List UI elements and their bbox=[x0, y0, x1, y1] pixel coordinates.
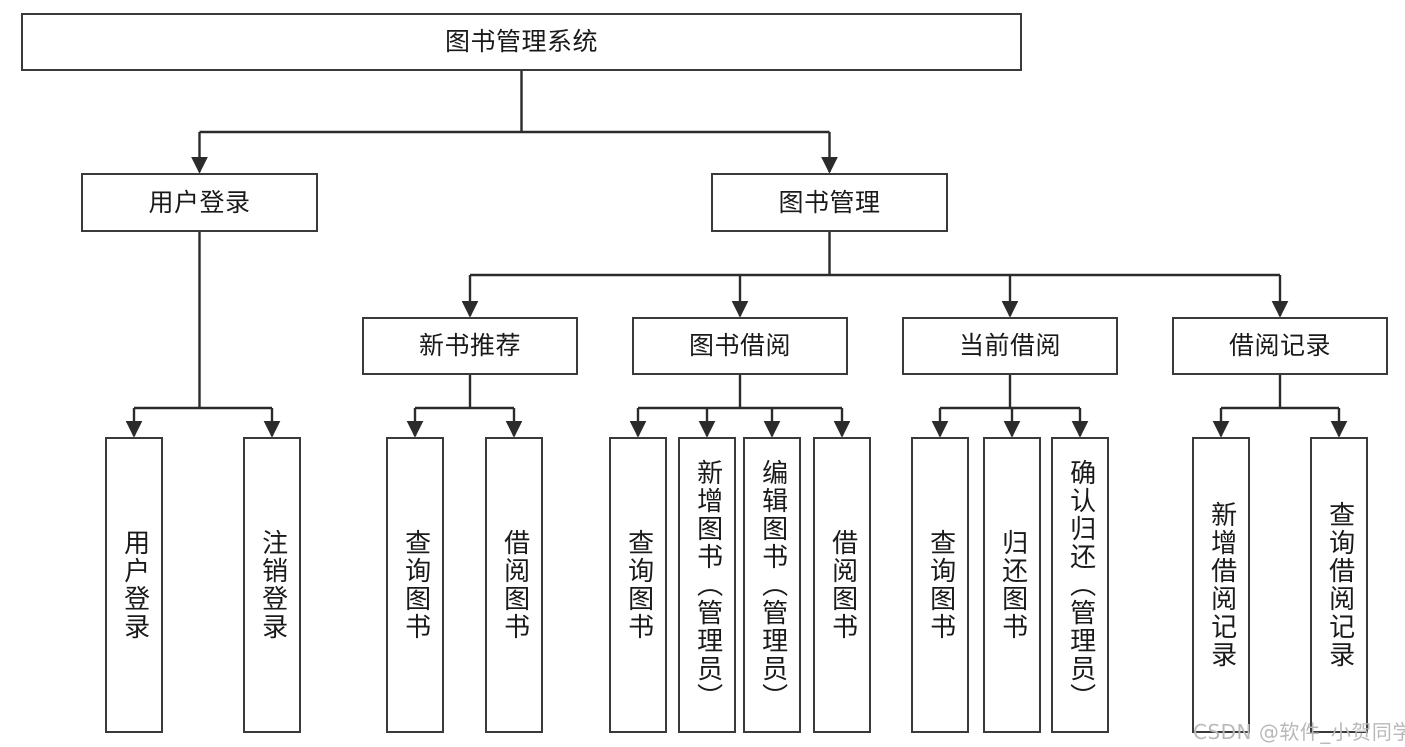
node-leaf-add-book[interactable]: 新增图书（管理员） bbox=[678, 437, 736, 733]
node-label: 查询图书 bbox=[925, 529, 956, 641]
node-leaf-query-book-3[interactable]: 查询图书 bbox=[911, 437, 969, 733]
node-label: 图书借阅 bbox=[688, 331, 791, 360]
node-leaf-add-record[interactable]: 新增借阅记录 bbox=[1192, 437, 1250, 733]
node-label: 当前借阅 bbox=[958, 331, 1061, 360]
node-leaf-borrow-book-2[interactable]: 借阅图书 bbox=[813, 437, 871, 733]
node-leaf-edit-book[interactable]: 编辑图书（管理员） bbox=[743, 437, 801, 733]
node-label: 新增图书（管理员） bbox=[692, 459, 723, 711]
node-label: 归还图书 bbox=[997, 529, 1028, 641]
node-label: 查询图书 bbox=[400, 529, 431, 641]
node-label: 图书管理 bbox=[778, 187, 881, 217]
node-new-book-recommend[interactable]: 新书推荐 bbox=[362, 317, 578, 375]
node-user-login[interactable]: 用户登录 bbox=[81, 173, 318, 232]
node-leaf-query-book-1[interactable]: 查询图书 bbox=[386, 437, 444, 733]
node-label: 查询借阅记录 bbox=[1324, 501, 1355, 669]
node-label: 图书管理系统 bbox=[444, 27, 598, 56]
node-leaf-user-login[interactable]: 用户登录 bbox=[105, 437, 163, 733]
node-leaf-confirm-return[interactable]: 确认归还（管理员） bbox=[1051, 437, 1109, 733]
node-leaf-query-record[interactable]: 查询借阅记录 bbox=[1310, 437, 1368, 733]
node-leaf-query-book-2[interactable]: 查询图书 bbox=[609, 437, 667, 733]
node-label: 注销登录 bbox=[257, 529, 288, 641]
node-label: 借阅图书 bbox=[499, 529, 530, 641]
node-current-borrow[interactable]: 当前借阅 bbox=[902, 317, 1118, 375]
node-leaf-borrow-book-1[interactable]: 借阅图书 bbox=[485, 437, 543, 733]
node-label: 借阅图书 bbox=[827, 529, 858, 641]
node-book-manage[interactable]: 图书管理 bbox=[711, 173, 948, 232]
watermark: CSDN @软件_小贺同学 bbox=[1193, 720, 1405, 744]
node-label: 编辑图书（管理员） bbox=[757, 459, 788, 711]
node-leaf-return-book[interactable]: 归还图书 bbox=[983, 437, 1041, 733]
node-root[interactable]: 图书管理系统 bbox=[21, 13, 1022, 71]
node-leaf-logout[interactable]: 注销登录 bbox=[243, 437, 301, 733]
node-label: 确认归还（管理员） bbox=[1065, 459, 1096, 711]
node-label: 新增借阅记录 bbox=[1206, 501, 1237, 669]
node-book-borrow[interactable]: 图书借阅 bbox=[632, 317, 848, 375]
node-label: 用户登录 bbox=[148, 187, 251, 217]
node-label: 用户登录 bbox=[119, 529, 150, 641]
node-label: 借阅记录 bbox=[1228, 331, 1331, 360]
node-label: 新书推荐 bbox=[418, 331, 521, 360]
node-borrow-record[interactable]: 借阅记录 bbox=[1172, 317, 1388, 375]
node-label: 查询图书 bbox=[623, 529, 654, 641]
